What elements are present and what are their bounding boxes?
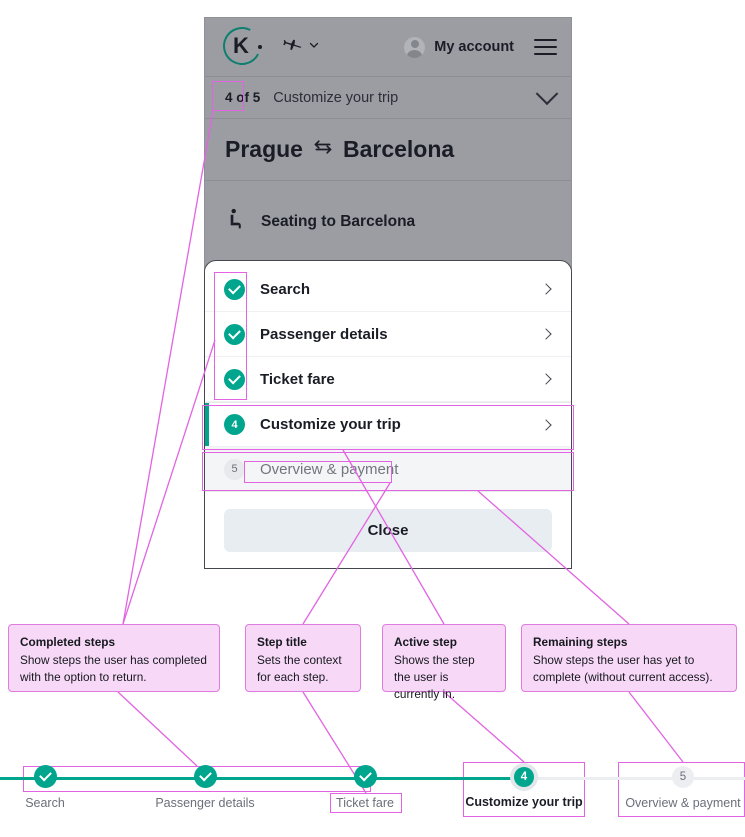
step-count-label: 4 of 5 <box>225 90 261 105</box>
progress-track-completed <box>0 777 525 780</box>
callout-active-step: Active step Shows the step the user is c… <box>382 624 506 701</box>
bar-step-label: Ticket fare <box>336 796 394 810</box>
modal-step-passenger-details[interactable]: Passenger details <box>205 312 571 357</box>
bar-step-passenger-details[interactable]: Passenger details <box>140 760 270 810</box>
check-icon <box>193 765 217 788</box>
app-navbar: K My account <box>205 18 571 77</box>
logo-letter: K <box>233 33 249 58</box>
callout-step-title: Step title Sets the context for each ste… <box>245 624 361 692</box>
step-label: Customize your trip <box>260 416 401 433</box>
avatar-icon <box>404 36 426 58</box>
step-label: Ticket fare <box>260 370 335 388</box>
seating-section: Seating to Barcelona <box>205 181 571 263</box>
steps-modal-sheet: Search Passenger details Ticket fare 4 C… <box>204 260 572 569</box>
route-origin: Prague <box>225 136 303 162</box>
bar-step-customize-your-trip[interactable]: 4 Customize your trip <box>459 760 589 809</box>
my-account-button[interactable]: My account <box>404 36 514 58</box>
check-icon <box>224 368 245 390</box>
step-number-badge: 5 <box>672 766 694 788</box>
bar-step-label: Customize your trip <box>465 795 583 809</box>
callout-remaining-steps: Remaining steps Show steps the user has … <box>521 624 737 692</box>
callout-title: Completed steps <box>20 635 116 649</box>
travel-mode-selector[interactable] <box>283 35 320 60</box>
chevron-right-icon[interactable] <box>540 283 552 295</box>
callout-body: Show steps the user has yet to complete … <box>533 653 713 685</box>
kiwi-logo[interactable]: K <box>218 22 266 70</box>
horizontal-progress-stepper: Search Passenger details Ticket fare 4 C… <box>0 760 745 820</box>
bar-step-label: Passenger details <box>155 796 255 810</box>
check-icon <box>224 278 245 300</box>
modal-step-overview-payment: 5 Overview & payment <box>205 447 571 492</box>
seat-icon <box>225 208 247 237</box>
callout-title: Remaining steps <box>533 635 628 649</box>
step-label: Overview & payment <box>260 460 399 478</box>
route-destination: Barcelona <box>342 136 455 162</box>
modal-footer: Close <box>205 492 571 568</box>
step-number-badge: 4 <box>514 767 534 787</box>
seating-label: Seating to Barcelona <box>261 213 416 230</box>
hamburger-line <box>534 45 557 49</box>
hamburger-line <box>534 39 557 42</box>
progress-track-remaining <box>525 777 745 780</box>
chevron-down-icon <box>308 38 320 56</box>
step-label: Search <box>260 280 311 298</box>
swap-arrows-icon <box>312 136 334 163</box>
step-number-badge: 4 <box>224 414 245 435</box>
bar-step-ticket-fare[interactable]: Ticket fare <box>300 760 430 810</box>
modal-step-ticket-fare[interactable]: Ticket fare <box>205 357 571 402</box>
check-icon <box>353 765 377 788</box>
callout-title: Active step <box>394 635 457 649</box>
check-icon <box>33 765 57 788</box>
bar-step-label: Search <box>25 796 65 810</box>
route-header: Prague Barcelona <box>205 119 571 181</box>
close-button[interactable]: Close <box>224 509 552 552</box>
chevron-right-icon[interactable] <box>540 328 552 340</box>
chevron-right-icon[interactable] <box>540 418 552 431</box>
callout-title: Step title <box>257 635 307 649</box>
chevron-right-icon[interactable] <box>540 373 552 385</box>
hamburger-line <box>534 52 557 55</box>
step-summary-title: Customize your trip <box>273 89 399 106</box>
callout-body: Shows the step the user is currently in. <box>394 653 475 702</box>
airplane-icon <box>283 35 303 60</box>
callout-body: Show steps the user has completed with t… <box>20 653 207 685</box>
bar-step-search[interactable]: Search <box>0 760 110 810</box>
step-label: Passenger details <box>260 325 388 343</box>
logo-dot-icon <box>258 45 262 49</box>
bar-step-overview-payment: 5 Overview & payment <box>618 760 745 810</box>
my-account-label: My account <box>434 39 514 55</box>
route-title: Prague Barcelona <box>225 136 454 163</box>
chevron-down-icon[interactable] <box>535 81 559 105</box>
check-icon <box>224 323 245 345</box>
callout-completed-steps: Completed steps Show steps the user has … <box>8 624 220 692</box>
step-list: Search Passenger details Ticket fare 4 C… <box>205 261 571 492</box>
modal-step-customize-your-trip[interactable]: 4 Customize your trip <box>205 402 571 447</box>
callout-body: Sets the context for each step. <box>257 653 342 685</box>
step-summary-bar[interactable]: 4 of 5 Customize your trip <box>205 77 571 119</box>
bar-step-label: Overview & payment <box>625 796 741 810</box>
hamburger-menu-icon[interactable] <box>534 39 557 55</box>
step-number-badge: 5 <box>224 458 245 480</box>
modal-step-search[interactable]: Search <box>205 267 571 312</box>
